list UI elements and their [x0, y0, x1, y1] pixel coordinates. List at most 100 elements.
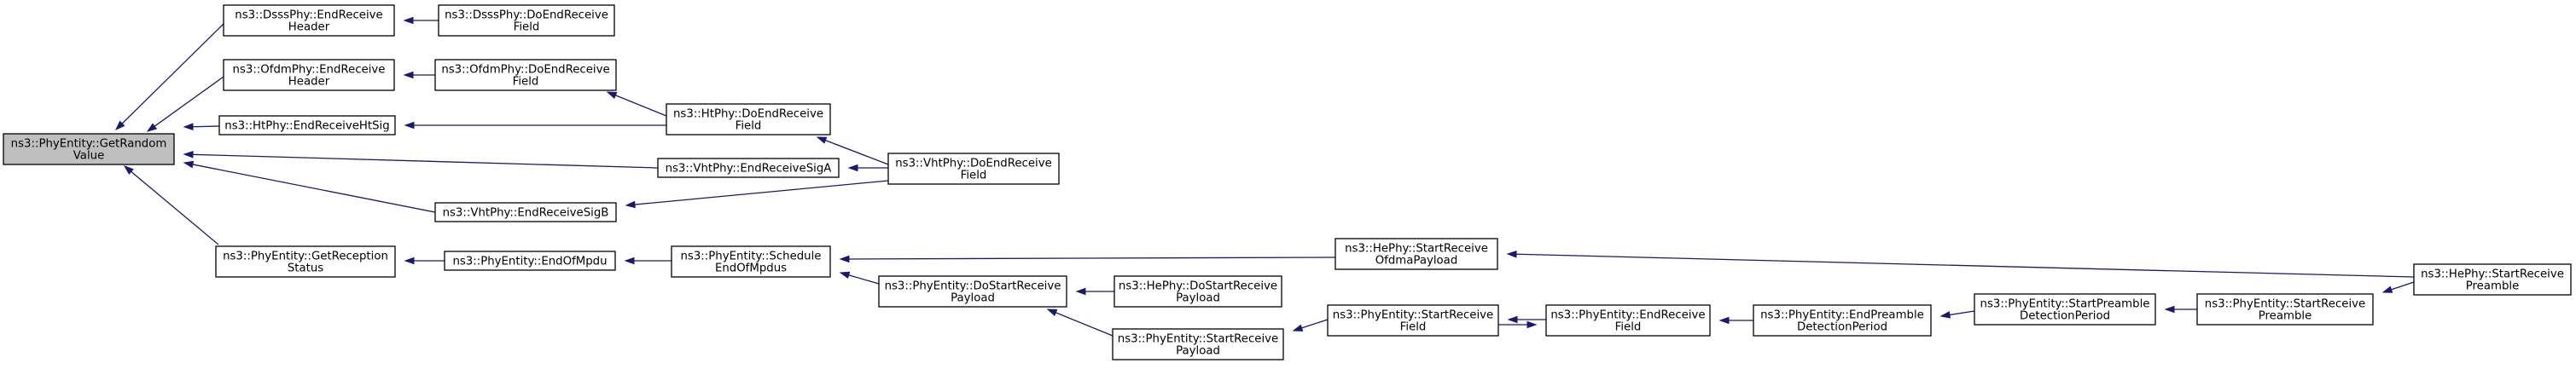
node-label-line: ns3::PhyEntity::Schedule — [680, 251, 821, 263]
arrowhead-icon — [847, 164, 858, 172]
edge-line — [848, 257, 1336, 260]
node-box[interactable] — [434, 59, 617, 91]
node-label-line: ns3::PhyEntity::DoStartReceive — [885, 280, 1061, 293]
node-box[interactable] — [438, 4, 615, 37]
edge-line — [121, 23, 224, 124]
edge-n15-to-n12 — [839, 271, 880, 285]
edge-n5-to-n0 — [183, 123, 220, 131]
node-label-line: ns3::PhyEntity::StartReceive — [2205, 298, 2365, 311]
node-n9[interactable]: ns3::VhtPhy::EndReceiveSigB — [434, 202, 617, 222]
edge-n19-to-n18 — [1507, 315, 1546, 324]
node-label-line: Payload — [1176, 345, 1220, 358]
arrowhead-icon — [624, 257, 635, 265]
node-n21[interactable]: ns3::PhyEntity::StartPreambleDetectionPe… — [1974, 293, 2156, 326]
node-box[interactable] — [657, 158, 840, 178]
node-box[interactable] — [878, 275, 1067, 308]
node-box[interactable] — [1545, 304, 1711, 337]
node-box[interactable] — [1114, 275, 1282, 308]
arrowhead-icon — [146, 123, 158, 132]
arrowhead-icon — [1718, 316, 1730, 325]
edge-n17-to-n15 — [1046, 308, 1114, 337]
node-label-line: Field — [514, 21, 540, 34]
arrowhead-icon — [404, 121, 415, 130]
node-label-line: Preamble — [2259, 310, 2312, 323]
node-box[interactable] — [2413, 263, 2572, 296]
edge-n3-to-n0 — [146, 76, 224, 132]
edge-line — [192, 153, 659, 169]
node-n11[interactable]: ns3::PhyEntity::EndOfMpdu — [444, 251, 616, 271]
node-box[interactable] — [671, 245, 831, 278]
arrowhead-icon — [625, 200, 636, 209]
node-box[interactable] — [223, 59, 395, 91]
arrowhead-icon — [839, 255, 850, 263]
node-box[interactable] — [444, 251, 616, 271]
node-n20[interactable]: ns3::PhyEntity::EndPreambleDetectionPeri… — [1753, 304, 1932, 337]
node-label-line: ns3::VhtPhy::EndReceiveSigB — [443, 207, 609, 220]
edge-line — [154, 76, 224, 127]
edge-line — [825, 139, 889, 165]
node-box[interactable] — [1327, 304, 1499, 337]
edge-n7-to-n0 — [183, 150, 659, 169]
node-box[interactable] — [666, 103, 831, 135]
node-box[interactable] — [218, 115, 396, 135]
root-node-box[interactable] — [3, 133, 175, 165]
edge-n8-to-n9 — [625, 180, 889, 209]
arrowhead-icon — [183, 123, 194, 131]
node-label-line: ns3::OfdmPhy::EndReceive — [233, 64, 386, 77]
node-box[interactable] — [1335, 238, 1498, 270]
edge-n11-to-n10 — [404, 257, 445, 265]
node-box[interactable] — [1753, 304, 1932, 337]
edge-n18-to-n19 — [1498, 320, 1538, 329]
node-label-line: Header — [288, 21, 330, 34]
node-box[interactable] — [887, 153, 1060, 185]
node-label-line: ns3::VhtPhy::EndReceiveSigA — [666, 163, 832, 176]
arrowhead-icon — [606, 91, 618, 99]
node-label-line: Value — [73, 150, 105, 163]
node-label-line: Status — [288, 262, 323, 275]
node-box[interactable] — [223, 4, 395, 37]
node-label-line: Header — [288, 76, 330, 89]
node-n7[interactable]: ns3::VhtPhy::EndReceiveSigA — [657, 158, 840, 178]
node-n5[interactable]: ns3::HtPhy::EndReceiveHtSig — [218, 115, 396, 135]
node-label-line: ns3::HtPhy::DoEndReceive — [673, 108, 823, 121]
edge-n13-to-n12 — [839, 255, 1336, 263]
edge-n6-to-n5 — [404, 121, 666, 130]
node-label-line: ns3::HePhy::StartReceive — [2421, 268, 2564, 281]
arrowhead-icon — [114, 120, 125, 131]
node-label-line: Payload — [1176, 292, 1220, 305]
edge-n22-to-n21 — [2164, 305, 2197, 314]
edge-n1-to-n0 — [114, 23, 224, 131]
arrowhead-icon — [1046, 308, 1058, 316]
edge-n14-to-n13 — [1506, 250, 2415, 278]
node-box[interactable] — [1112, 328, 1284, 360]
node-label-line: Field — [961, 170, 987, 182]
node-box[interactable] — [215, 245, 396, 278]
node-box[interactable] — [1974, 293, 2156, 326]
node-box[interactable] — [2196, 293, 2374, 326]
edge-line — [131, 170, 219, 245]
edge-line — [615, 95, 667, 117]
edge-n16-to-n15 — [1075, 287, 1114, 296]
edge-n20-to-n19 — [1718, 316, 1753, 325]
edges-layer — [114, 16, 2415, 337]
node-box[interactable] — [434, 202, 617, 222]
